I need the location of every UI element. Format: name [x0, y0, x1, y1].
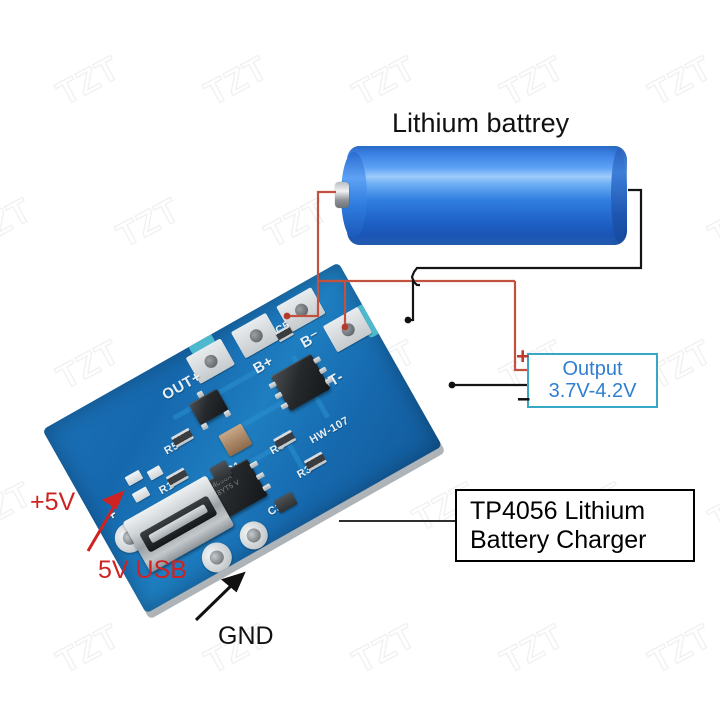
- lithium-battery-graphic: [335, 146, 627, 245]
- battery-body: [347, 146, 627, 245]
- wire-endpoint-out-plus: [283, 312, 291, 320]
- output-box-line1: Output: [562, 358, 623, 381]
- arrow-gnd: [194, 571, 246, 622]
- tp4056-caption-box: TP4056 Lithium Battery Charger: [455, 489, 695, 562]
- battery-positive-terminal: [335, 182, 349, 208]
- wire-endpoint-b-minus: [404, 316, 412, 324]
- output-plus-sign: +: [516, 343, 530, 369]
- gnd-label: GND: [218, 622, 274, 650]
- wire-endpoint-out-minus: [448, 381, 456, 389]
- output-box-line2: 3.7V-4.2V: [548, 379, 637, 402]
- positive-wire: [287, 190, 531, 372]
- caption-line2: Battery Charger: [470, 525, 647, 554]
- battery-title-label: Lithium battrey: [392, 108, 570, 138]
- plus-5v-label: +5V: [30, 488, 76, 516]
- usb-5v-label: 5V USB: [98, 556, 187, 584]
- caption-line1: TP4056 Lithium: [470, 496, 646, 525]
- arrow-plus5v: [86, 490, 125, 552]
- battery-negative-end: [611, 149, 627, 242]
- wire-endpoint-b-plus: [341, 323, 349, 331]
- output-voltage-box: Output 3.7V-4.2V: [527, 353, 658, 408]
- output-minus-sign: −: [517, 386, 531, 412]
